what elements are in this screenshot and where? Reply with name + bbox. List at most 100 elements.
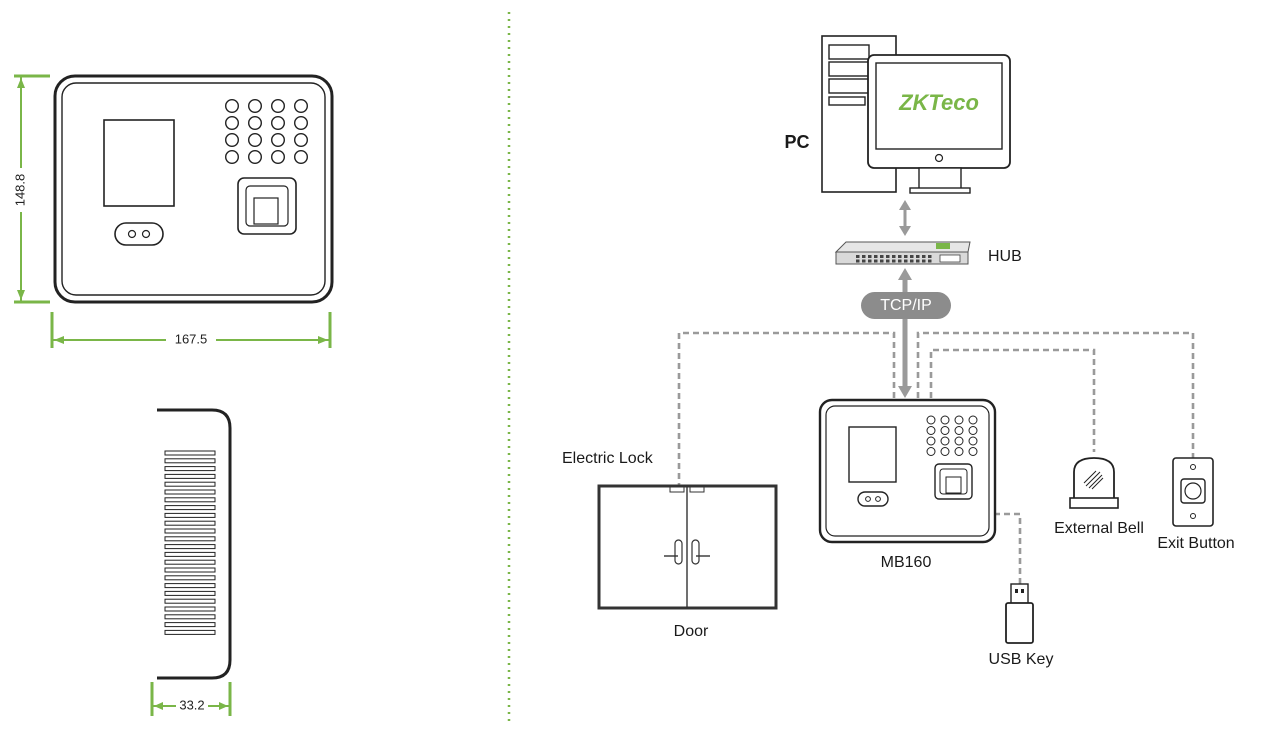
hub-panel	[939, 254, 961, 263]
hub-port	[922, 255, 926, 258]
vent-slot	[164, 590, 216, 596]
tcpip-badge	[861, 292, 951, 319]
keypad-key	[940, 447, 950, 456]
hub-port	[880, 259, 884, 263]
keypad-key	[294, 149, 309, 164]
keypad-key	[926, 415, 936, 425]
keypad-key	[926, 436, 936, 446]
device-keypad	[926, 415, 978, 456]
depth-dimension: 33.2	[150, 682, 232, 716]
keypad-key	[294, 98, 309, 113]
keypad-key	[247, 149, 262, 164]
vent-slot	[164, 528, 216, 534]
keypad-key	[224, 132, 239, 147]
hub-port	[868, 259, 872, 263]
keypad-key	[224, 98, 239, 113]
width-dimension: 167.5	[50, 312, 332, 348]
keypad-key	[940, 415, 950, 425]
keypad-key	[954, 447, 964, 456]
keypad-key	[247, 115, 262, 130]
vent-slot	[164, 559, 216, 565]
vent-slot	[164, 598, 216, 604]
hub-port	[928, 259, 932, 263]
vent-slot	[164, 567, 216, 573]
vent-slots	[164, 450, 216, 635]
vent-slot	[164, 512, 216, 518]
keypad-key	[968, 447, 978, 456]
hub-device	[834, 241, 971, 265]
vent-slot	[164, 536, 216, 542]
hub-device-link	[898, 268, 912, 398]
pc-hub-link	[899, 200, 911, 236]
camera	[114, 222, 164, 246]
wire-lock	[677, 331, 896, 486]
keypad-key	[926, 447, 936, 456]
hub-port	[862, 255, 866, 258]
keypad-key	[294, 115, 309, 130]
height-value: 148.8	[12, 174, 27, 207]
hub-port	[886, 255, 890, 258]
fingerprint-sensor	[237, 177, 297, 235]
vent-slot	[164, 629, 216, 635]
hub-port	[904, 255, 908, 258]
hub-port	[862, 259, 866, 263]
vent-slot	[164, 622, 216, 628]
wire-bell	[929, 348, 1096, 452]
device-label: MB160	[881, 554, 932, 571]
depth-value: 33.2	[179, 697, 204, 712]
keypad-key	[247, 98, 262, 113]
door-handle-left	[674, 539, 683, 565]
hub-port	[910, 255, 914, 258]
vent-slot	[164, 520, 216, 526]
keypad-key	[968, 426, 978, 435]
hub-port	[898, 255, 902, 258]
hub-port	[910, 259, 914, 263]
hub-port	[880, 255, 884, 258]
pc-monitor: ZKTeco	[867, 54, 1011, 194]
keypad-key	[968, 415, 978, 425]
hub-port	[886, 259, 890, 263]
pc-label: PC	[784, 132, 809, 152]
width-value: 167.5	[175, 331, 208, 346]
keypad-key	[954, 426, 964, 435]
keypad-key	[271, 98, 286, 113]
keypad-key	[224, 115, 239, 130]
screen	[103, 119, 175, 207]
side-view-device	[157, 408, 232, 680]
keypad-key	[954, 415, 964, 425]
vent-slot	[164, 606, 216, 612]
keypad-key	[294, 132, 309, 147]
hub-port	[892, 259, 896, 263]
hub-port	[874, 259, 878, 263]
exit-button-label: Exit Button	[1157, 535, 1234, 552]
tcpip-label: TCP/IP	[880, 297, 932, 314]
vent-slot	[164, 575, 216, 581]
hub-port	[916, 259, 920, 263]
wire-usb	[994, 512, 1022, 588]
hub-port	[856, 255, 860, 258]
wiring	[677, 331, 1195, 588]
vent-slot	[164, 583, 216, 589]
height-dimension: 148.8	[12, 74, 50, 304]
hub-ports	[856, 254, 961, 263]
external-bell	[1069, 457, 1119, 509]
vent-slot	[164, 497, 216, 503]
mb160-device	[818, 398, 997, 544]
zkteco-logo: ZKTeco	[898, 90, 979, 115]
door	[597, 484, 778, 610]
electric-lock-label: Electric Lock	[562, 450, 654, 467]
door-handle-right	[691, 539, 700, 565]
door-label: Door	[674, 623, 709, 640]
hub-port	[928, 255, 932, 258]
keypad-key	[940, 426, 950, 435]
hub-label: HUB	[988, 248, 1022, 265]
hub-port	[904, 259, 908, 263]
keypad	[224, 98, 309, 164]
vent-slot	[164, 505, 216, 511]
vent-slot	[164, 481, 216, 487]
front-view-device	[53, 74, 334, 304]
hub-port	[856, 259, 860, 263]
vent-slot	[164, 544, 216, 550]
vent-slot	[164, 466, 216, 472]
